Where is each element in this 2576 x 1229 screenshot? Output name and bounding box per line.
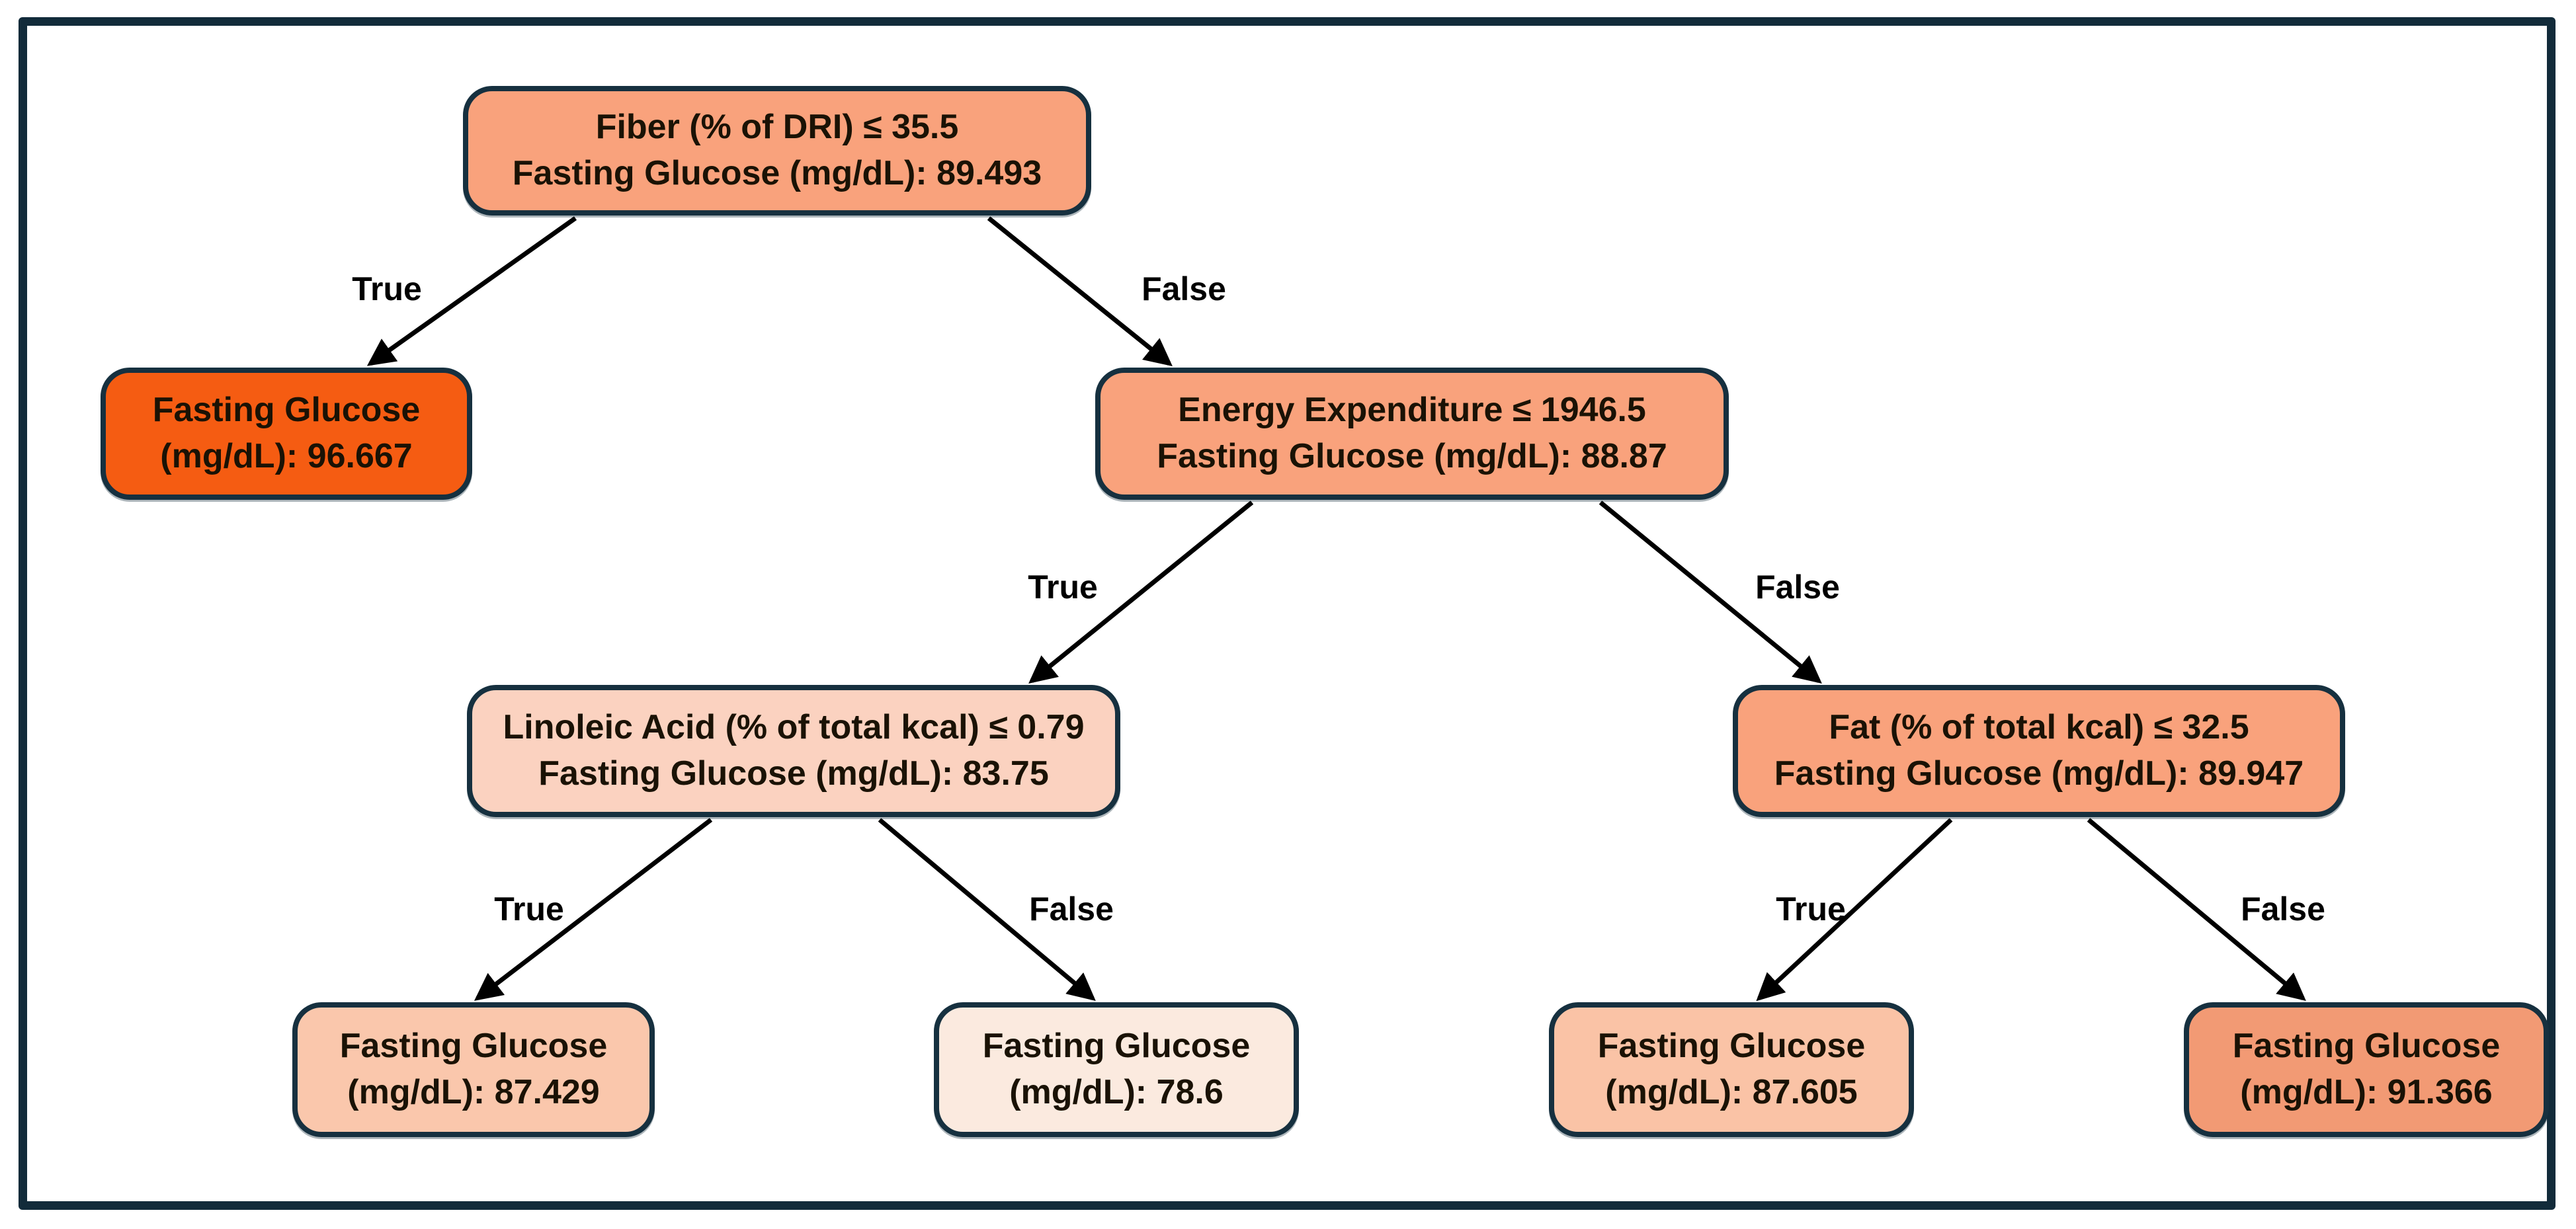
tree-leaf-87-429: Fasting Glucose (mg/dL): 87.429 — [292, 1002, 655, 1137]
node-label: Fasting Glucose — [982, 1027, 1251, 1066]
tree-leaf-91-366: Fasting Glucose (mg/dL): 91.366 — [2184, 1002, 2549, 1137]
node-value: Fasting Glucose (mg/dL): 89.947 — [1774, 754, 2304, 793]
node-value: Fasting Glucose (mg/dL): 88.87 — [1157, 437, 1667, 475]
tree-leaf-78-6: Fasting Glucose (mg/dL): 78.6 — [934, 1002, 1299, 1137]
edge-label-true: True — [1776, 891, 1846, 928]
edge-label-true: True — [1028, 569, 1098, 606]
tree-node-energy: Energy Expenditure ≤ 1946.5 Fasting Gluc… — [1095, 368, 1729, 500]
node-value: (mg/dL): 87.429 — [347, 1073, 600, 1111]
node-condition: Fiber (% of DRI) ≤ 35.5 — [595, 108, 959, 147]
edge-label-false: False — [1755, 569, 1840, 606]
node-condition: Fat (% of total kcal) ≤ 32.5 — [1829, 708, 2249, 747]
node-value: (mg/dL): 78.6 — [1009, 1073, 1224, 1111]
tree-node-fiber: Fiber (% of DRI) ≤ 35.5 Fasting Glucose … — [463, 86, 1091, 216]
tree-leaf-96-667: Fasting Glucose (mg/dL): 96.667 — [101, 368, 472, 500]
node-label: Fasting Glucose — [1597, 1027, 1866, 1066]
node-label: Fasting Glucose — [339, 1027, 608, 1066]
edge-label-false: False — [1142, 270, 1226, 307]
node-value: Fasting Glucose (mg/dL): 89.493 — [512, 154, 1042, 192]
node-value: Fasting Glucose (mg/dL): 83.75 — [538, 754, 1049, 793]
edge-label-true: True — [494, 891, 564, 928]
tree-node-linoleic: Linoleic Acid (% of total kcal) ≤ 0.79 F… — [467, 685, 1120, 817]
edge-label-false: False — [1029, 891, 1114, 928]
node-condition: Energy Expenditure ≤ 1946.5 — [1178, 391, 1646, 430]
node-condition: Linoleic Acid (% of total kcal) ≤ 0.79 — [503, 708, 1085, 747]
node-value: (mg/dL): 91.366 — [2240, 1073, 2493, 1111]
node-label: Fasting Glucose — [152, 391, 421, 430]
edge-label-false: False — [2241, 891, 2325, 928]
node-label: Fasting Glucose — [2232, 1027, 2501, 1066]
edge-label-true: True — [352, 270, 422, 307]
tree-node-fat: Fat (% of total kcal) ≤ 32.5 Fasting Glu… — [1733, 685, 2345, 817]
node-value: (mg/dL): 87.605 — [1605, 1073, 1858, 1111]
node-value: (mg/dL): 96.667 — [160, 437, 413, 475]
tree-leaf-87-605: Fasting Glucose (mg/dL): 87.605 — [1549, 1002, 1914, 1137]
